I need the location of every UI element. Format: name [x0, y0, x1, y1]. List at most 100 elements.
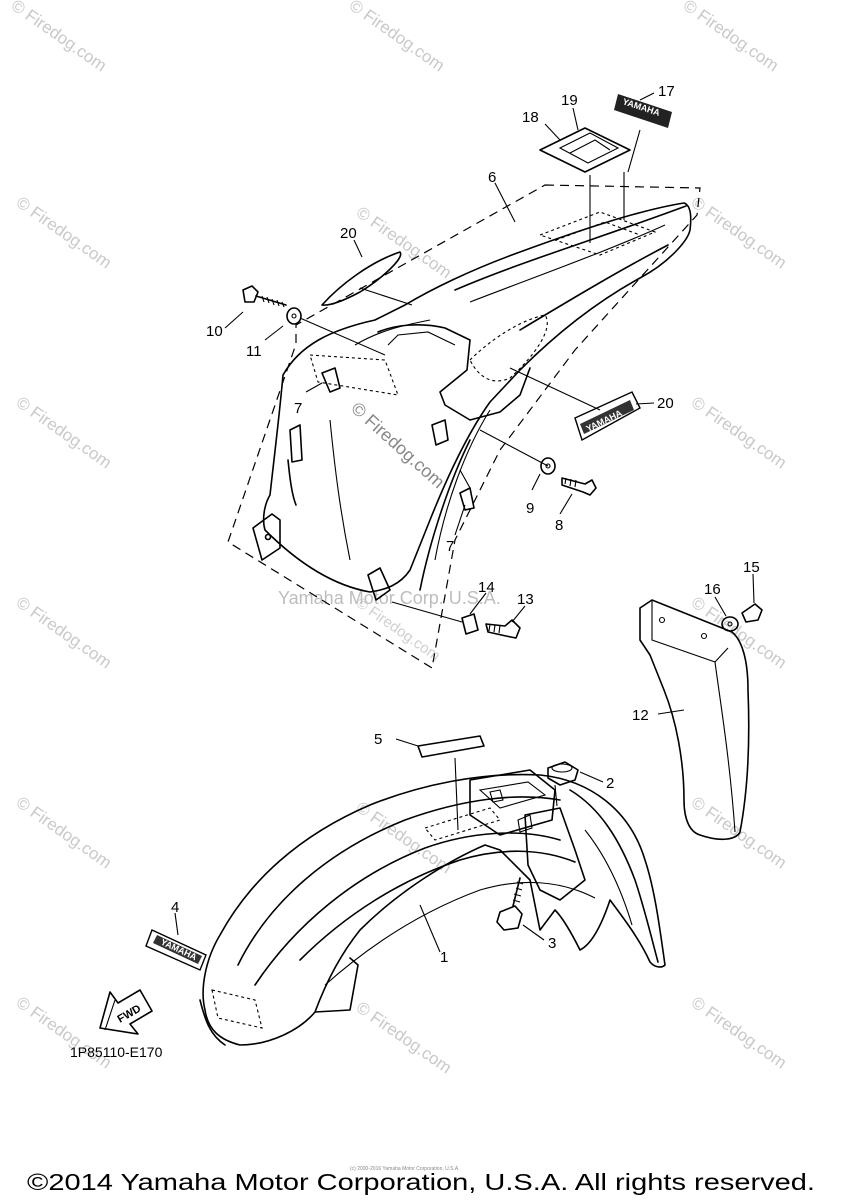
fender-side [434, 409, 491, 561]
watermark: © Firedog.com [346, 0, 448, 75]
fender-bracket [387, 331, 456, 346]
clip-nut [459, 487, 475, 511]
leader [627, 129, 641, 173]
watermark-center: © Firedog.com [347, 398, 448, 492]
callout-2: 2 [606, 775, 614, 792]
leader [714, 596, 727, 617]
fender-side-fold [314, 957, 359, 1013]
fender-ridge [254, 832, 561, 986]
watermark: © Firedog.com [680, 0, 782, 75]
leader [353, 239, 363, 258]
leader [469, 592, 487, 615]
fender-ridge [237, 796, 561, 966]
hardware-13-14 [461, 613, 521, 639]
washer-9-hole [545, 463, 551, 469]
callout-3: 3 [548, 935, 556, 952]
grommet-2-top [551, 763, 573, 773]
mount-tab [252, 513, 281, 561]
leader [559, 493, 573, 515]
callout-8: 8 [555, 517, 563, 534]
decal-5 [417, 735, 485, 758]
washer-16-hole [727, 621, 733, 627]
mount-tab [367, 567, 391, 601]
leader [522, 924, 545, 941]
front-fender-1 [202, 773, 666, 1046]
fender-inner [329, 419, 351, 561]
leader [494, 182, 516, 223]
washer-11-hole [291, 313, 297, 319]
fender-ridge [324, 881, 596, 986]
callout-18: 18 [522, 109, 539, 126]
watermark: © Firedog.com [688, 393, 790, 473]
decal-17 [614, 94, 672, 128]
watermark-company: Yamaha Motor Corp. U.S.A. [278, 588, 501, 608]
callout-5: 5 [374, 731, 382, 748]
leader [305, 382, 323, 393]
callout-17: 17 [658, 83, 675, 100]
fender-ridge [569, 789, 659, 963]
mount-hole [264, 533, 272, 541]
watermark: © Firedog.com [688, 193, 790, 273]
washer-16 [721, 616, 739, 632]
callout-14: 14 [478, 579, 495, 596]
bolt-10 [242, 285, 259, 303]
bolt-thread [488, 623, 501, 634]
fender-slot [431, 419, 449, 446]
callout-13: 13 [517, 591, 534, 608]
watermark: © Firedog.com [8, 0, 110, 75]
callout-20b: 20 [657, 395, 674, 412]
leader [554, 784, 558, 807]
watermark: © Firedog.com [13, 393, 115, 473]
grommet-2 [547, 761, 579, 786]
fender-mount [478, 781, 547, 809]
leader [531, 473, 541, 491]
leader [572, 107, 579, 131]
watermark: © Firedog.com [13, 993, 115, 1073]
mudflap-hole [658, 616, 666, 624]
side-decal-20b: YAMAHA [574, 391, 641, 442]
decal-18 [539, 127, 631, 173]
mudflap-fold [714, 661, 736, 833]
bolt-thread [512, 881, 524, 903]
washer-11 [286, 307, 302, 325]
callout-7: 7 [294, 400, 302, 417]
bolt-thread [564, 477, 577, 488]
callout-11: 11 [246, 343, 262, 360]
hardware-8-9 [540, 457, 597, 496]
leader [359, 287, 413, 306]
seat-decals: YAMAHA [539, 94, 672, 243]
fender-ridge [354, 319, 431, 346]
fender-ridge [519, 244, 669, 331]
watermark: © Firedog.com [13, 793, 115, 873]
watermark: © Firedog.com [13, 193, 115, 273]
callout-4: 4 [171, 899, 179, 916]
leader [657, 709, 685, 715]
leader [264, 325, 284, 341]
bolt-13 [485, 619, 521, 639]
leader [509, 367, 601, 411]
decal-19 [558, 132, 620, 164]
fender-side [419, 439, 471, 591]
hardware-10-11 [242, 285, 302, 325]
leader [174, 912, 179, 936]
leader [544, 123, 561, 141]
fender-ridge [454, 205, 687, 291]
leader [419, 904, 441, 953]
bolt-3 [496, 905, 523, 931]
clip-nut [321, 367, 341, 393]
callout-20: 20 [340, 225, 357, 242]
fender-mount [469, 769, 556, 836]
leader [391, 601, 463, 623]
leader [511, 605, 526, 623]
leaders-upper [224, 92, 655, 623]
watermark: © Firedog.com [353, 203, 455, 283]
watermark: © Firedog.com [688, 993, 790, 1073]
callout-1: 1 [440, 949, 448, 966]
watermark-layer: © Firedog.com © Firedog.com © Firedog.co… [8, 0, 790, 1077]
callout-19: 19 [561, 92, 578, 109]
clip-area [309, 354, 399, 396]
mudflap-group [639, 573, 763, 841]
decal-area [211, 989, 263, 1029]
callout-9: 9 [526, 500, 534, 517]
